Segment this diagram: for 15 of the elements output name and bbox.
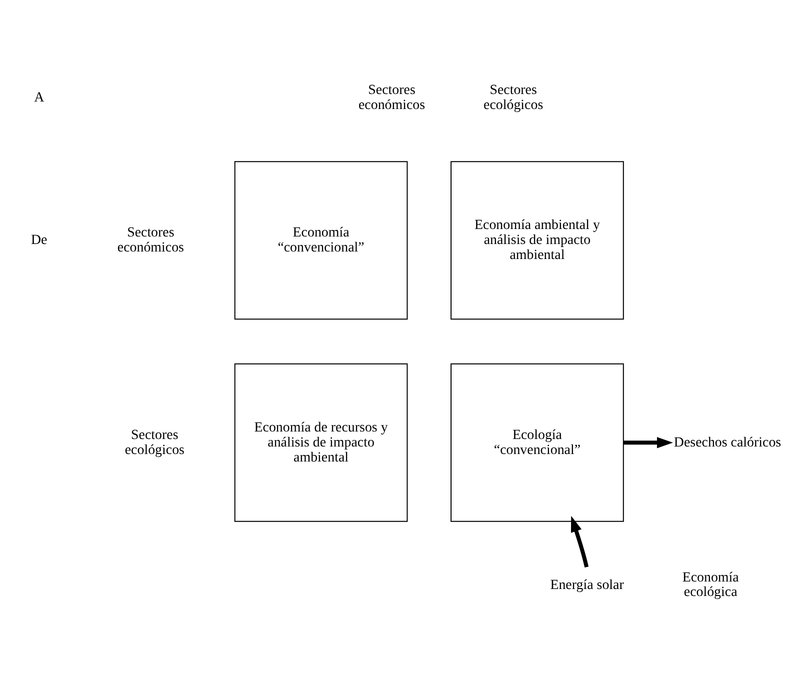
label: Sectores ecológicos (124, 427, 184, 458)
arrow (623, 436, 673, 448)
arrow (570, 515, 589, 568)
node-box: Ecología “convencional” (450, 362, 624, 522)
label: Sectores económicos (358, 82, 426, 113)
label: Economía ecológica (682, 570, 739, 600)
label: Sectores económicos (117, 225, 184, 256)
node-box: Economía ambiental y análisis de impacto ambiental (450, 160, 624, 320)
label: A (34, 90, 44, 106)
node-box: Economía “convencional” (234, 160, 408, 320)
label: Sectores ecológicos (484, 82, 544, 113)
node-box: Economía de recursos y análisis de impacto ambiental (234, 362, 408, 522)
label: De (30, 232, 48, 248)
node-text: Desechos calóricos (674, 434, 782, 450)
node-text: Energía solar (550, 577, 624, 592)
